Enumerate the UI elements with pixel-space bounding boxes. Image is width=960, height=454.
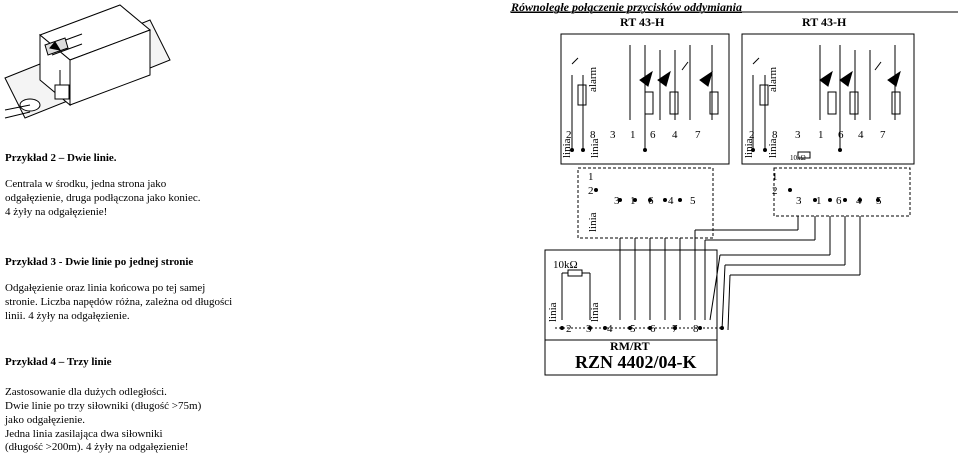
example-3-line-2: stronie. Liczba napędów różna, zależna o…	[5, 296, 233, 308]
controller-terminal-label: 5	[630, 323, 636, 335]
controller-terminal-label: 4	[607, 323, 613, 335]
example-4-line-3: jako odgałęzienie.	[5, 414, 86, 426]
junction-right-terminal-label: 2	[772, 185, 778, 197]
right-terminal-label: 1	[818, 129, 824, 141]
junction-right-terminal-label: 1	[816, 195, 822, 207]
junction-right-terminal-one: 1	[772, 171, 778, 183]
left-terminal-label: 1	[630, 129, 636, 141]
example-2-line-1: Centrala w środku, jedna strona jako	[5, 178, 167, 190]
left-terminal-label: 4	[672, 129, 678, 141]
right-terminal-label: 3	[795, 129, 801, 141]
left-terminal-label: 2	[566, 129, 572, 141]
linia-label-left-1: linia	[561, 138, 573, 158]
example-2-line-3: 4 żyły na odgałęzienie!	[5, 206, 108, 218]
controller-terminal-label: 2	[566, 323, 572, 335]
junction-left-terminal-label: 6	[648, 195, 654, 207]
example-3-title: Przykład 3 - Dwie linie po jednej stroni…	[5, 256, 194, 268]
linia-label-right-2: linia	[767, 138, 779, 158]
left-terminal-label: 8	[590, 129, 596, 141]
controller-terminal-label: 3	[586, 323, 592, 335]
example-4-line-2: Dwie linie po trzy siłowniki (długość >7…	[5, 400, 202, 412]
wiring-diagram: 2 8 3 1 6 4 7 2 8 3 1 6 4 7 1 2 3 1 6 4 …	[510, 11, 958, 376]
example-4-line-4: Jedna linia zasilająca dwa siłowniki	[5, 428, 163, 440]
right-terminal-label: 8	[772, 129, 778, 141]
controller-terminal-label: 7	[672, 323, 678, 335]
junction-right-terminal-label: 3	[796, 195, 802, 207]
left-terminal-label: 3	[610, 129, 616, 141]
small-resistor-label: 10kΩ	[790, 154, 806, 162]
right-terminal-label: 4	[858, 129, 864, 141]
right-terminal-label: 6	[838, 129, 844, 141]
rt-left-box	[560, 33, 730, 165]
controller-label: RM/RT	[610, 339, 650, 353]
junction-left-terminal-label: 4	[668, 195, 674, 207]
rt-right-title: RT 43-H	[802, 15, 847, 29]
controller-box	[544, 249, 718, 376]
actuator-illustration	[4, 4, 171, 119]
alarm-label-left: alarm	[587, 67, 599, 92]
junction-left-terminal-label: 1	[630, 195, 636, 207]
linia-label-left-2: linia	[589, 138, 601, 158]
left-terminal-label: 7	[695, 129, 701, 141]
linia-label-controller-2: linia	[589, 302, 601, 322]
controller-model: RZN 4402/04-K	[575, 352, 697, 372]
rt-left-title: RT 43-H	[620, 15, 665, 29]
left-terminal-label: 6	[650, 129, 656, 141]
right-terminal-label: 2	[749, 129, 755, 141]
junction-right-terminal-label: 5	[876, 195, 882, 207]
example-4-line-5: (długość >200m). 4 żyły na odgałęzienie!	[5, 441, 189, 453]
junction-right-terminal-label: 6	[836, 195, 842, 207]
example-2-title: Przykład 2 – Dwie linie.	[5, 152, 117, 164]
junction-left-terminal-label: 2	[588, 185, 594, 197]
linia-label-controller-1: linia	[547, 302, 559, 322]
example-3-line-3: linii. 4 żyły na odgałęzienie.	[5, 310, 130, 322]
junction-left-terminal-label: 5	[690, 195, 696, 207]
controller-terminal-label: 6	[650, 323, 656, 335]
alarm-label-right: alarm	[767, 67, 779, 92]
example-3-line-1: Odgałęzienie oraz linia końcowa po tej s…	[5, 282, 206, 294]
example-2-line-2: odgałęzienie, druga podłączona jako koni…	[5, 192, 201, 204]
controller-terminal-label: 8	[693, 323, 699, 335]
junction-left-terminal-label: 3	[614, 195, 620, 207]
resistor-label: 10kΩ	[553, 259, 578, 271]
linia-label-right-1: linia	[743, 138, 755, 158]
diagram-title: Równoległe połączenie przycisków oddymia…	[511, 0, 742, 14]
example-4-title: Przykład 4 – Trzy linie	[5, 356, 112, 368]
right-terminal-label: 7	[880, 129, 886, 141]
linia-label-junction: linia	[587, 212, 599, 232]
junction-left-terminal-one: 1	[588, 171, 594, 183]
junction-right-terminal-label: 4	[856, 195, 862, 207]
rt-right-box	[741, 33, 915, 165]
example-4-line-1: Zastosowanie dla dużych odległości.	[5, 386, 167, 398]
